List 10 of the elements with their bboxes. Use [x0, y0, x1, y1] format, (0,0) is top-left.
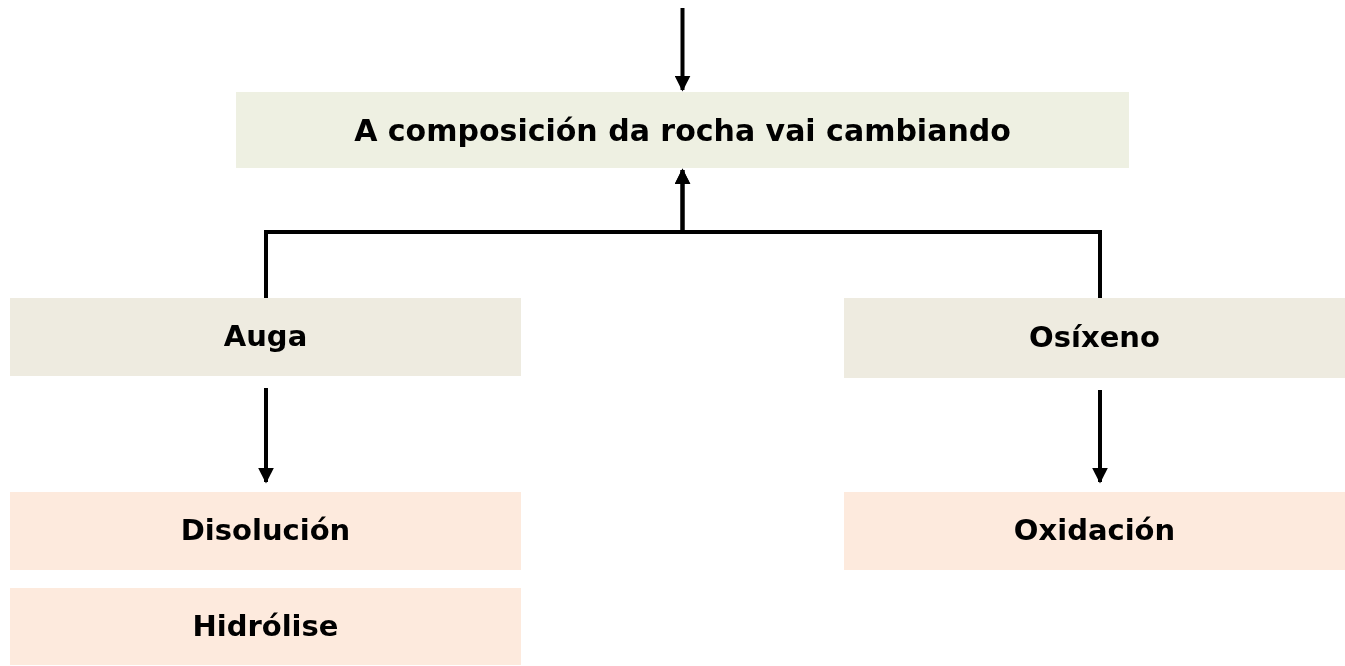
process-box: Disolución [10, 492, 521, 570]
process-box: Oxidación [844, 492, 1345, 570]
process-box: Auga [10, 298, 521, 376]
arrow [258, 388, 274, 484]
arrow [674, 168, 1102, 298]
process-box: Hidrólise [10, 588, 521, 665]
process-box: Osíxeno [844, 298, 1345, 378]
process-box: A composición da rocha vai cambiando [236, 92, 1129, 168]
arrow [674, 8, 691, 92]
arrow [1092, 390, 1108, 484]
